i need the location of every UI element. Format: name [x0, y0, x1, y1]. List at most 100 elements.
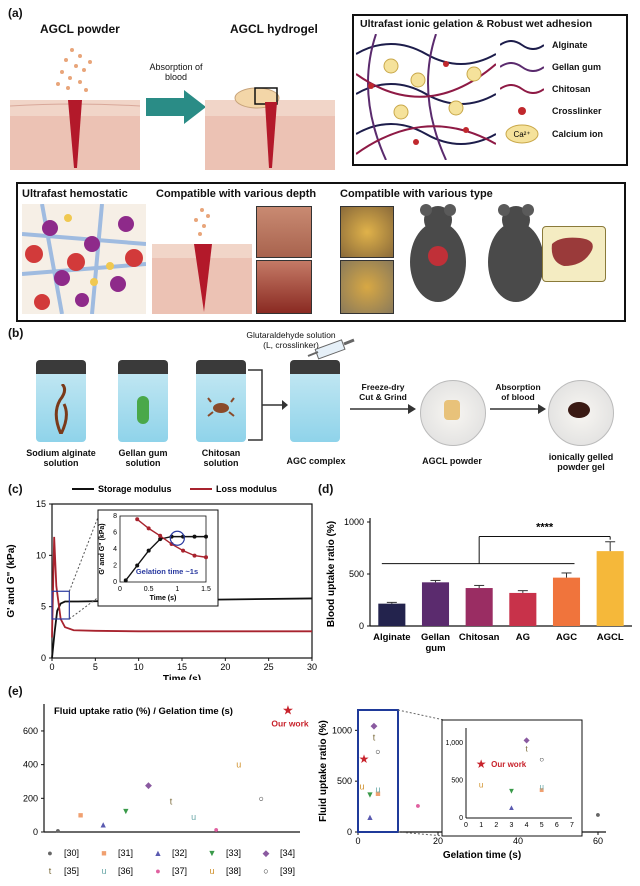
inset-x-tick-label: 4: [525, 822, 529, 829]
wound: [68, 100, 82, 168]
y-tick-label: 0: [33, 827, 38, 837]
y-tick-label: 200: [23, 793, 38, 803]
y-tick-label: 500: [349, 569, 364, 579]
crab-icon: [207, 397, 235, 417]
zoom-box: [51, 590, 70, 620]
legend-calcium-label: Calcium ion: [552, 129, 604, 139]
inset-x-axis-label: Time (s): [150, 595, 177, 602]
panel-c-letter: (c): [8, 482, 23, 496]
inset-x-tick-label: 3: [509, 822, 513, 829]
inset-y-tick-label: 1,000: [445, 740, 463, 747]
inset-x-tick-label: 1: [175, 586, 179, 593]
our-work-star: ★: [359, 752, 370, 766]
agcl-powder-sample: [444, 400, 460, 420]
glutaraldehyde-sub: (L, crosslinker): [263, 340, 319, 350]
inset-point-storage: [135, 563, 140, 568]
point-ref38ref: u: [236, 760, 241, 770]
x-axis-label: Time (s): [163, 674, 201, 680]
compatible-depth-title: Compatible with various depth: [156, 188, 317, 200]
of-blood-text-b: of blood: [501, 392, 535, 402]
inset-y-tick-label: 500: [451, 778, 463, 785]
y-tick-label: 500: [337, 776, 352, 786]
inset-point-ref38ref: u: [479, 780, 483, 789]
point-ref34ref: ◆: [371, 720, 378, 730]
inset-x-tick-label: 6: [555, 822, 559, 829]
compatible-type-title: Compatible with various type: [340, 188, 493, 200]
x-axis-label: Gelation time (s): [443, 850, 521, 861]
point-ref39ref: ○: [259, 793, 264, 803]
seaweed-icon: [54, 384, 68, 434]
category-label: Gellan: [421, 632, 450, 643]
our-work-star: ★: [282, 703, 294, 718]
legend-marker-6: u: [101, 866, 106, 876]
skin-illustration-powder: [10, 48, 140, 170]
vial-agc-complex: [290, 360, 340, 442]
category-label: gum: [425, 643, 445, 654]
legend-label-3: [33]: [226, 848, 241, 858]
inset-y-axis-label: G' and G" (kPa): [99, 523, 106, 574]
absorption-arrow-b: [490, 404, 546, 414]
chitosan-text: Chitosan: [201, 448, 241, 458]
inset-x-tick-label: 0: [464, 822, 468, 829]
legend-calcium: Ca²⁺ Calcium ion: [500, 122, 620, 146]
panel-e-letter: (e): [8, 684, 23, 698]
chitosan-solution-text: solution: [203, 458, 239, 468]
inset-point-ref33ref: ▼: [507, 786, 515, 795]
gelation-note: Gelation time ~1s: [136, 567, 198, 576]
skin-illustration-hydrogel: [205, 87, 335, 170]
inset-point-ref32ref: ▲: [507, 803, 515, 812]
zoom-guide-1: [397, 709, 445, 721]
depth-photo-2: [256, 260, 312, 314]
inset-frame: [441, 719, 583, 837]
x-tick-label: 25: [264, 662, 274, 672]
point-ref32ref: ▲: [99, 819, 108, 829]
inset-point-storage: [192, 534, 197, 539]
legend-label-0: [30]: [64, 848, 79, 858]
inset-y-tick-label: 6: [113, 530, 117, 537]
legend-marker-1: ■: [101, 848, 106, 858]
category-label: AGCL: [597, 632, 624, 643]
gel-sample: [568, 402, 590, 418]
legend-label-6: [36]: [118, 866, 133, 876]
agcl-hydrogel-title: AGCL hydrogel: [230, 22, 318, 36]
inset-point-loss: [204, 555, 208, 560]
inset-point-storage: [146, 548, 151, 553]
powder-particles: [56, 48, 92, 92]
inset-x-tick-label: 0.5: [144, 586, 154, 593]
bar-chitosan: [465, 588, 493, 626]
bracket-arrow: [248, 369, 288, 441]
inset-point-ref35ref: t: [525, 744, 528, 753]
y-tick-label: 600: [23, 726, 38, 736]
legend-gellan-label: Gellan gum: [552, 62, 602, 72]
inset-y-tick-label: 2: [113, 563, 117, 570]
legend-gellan: Gellan gum: [500, 56, 620, 78]
y-tick-label: 15: [36, 499, 46, 509]
hemostatic-illustration: [22, 204, 146, 314]
legend-label-2: [32]: [172, 848, 187, 858]
y-tick-label: 1000: [332, 725, 352, 735]
ionically-text: ionically gelled: [548, 452, 614, 462]
gellan-text: Gellan gum: [118, 448, 168, 458]
inset-point-loss: [181, 548, 186, 553]
bar-alginate: [378, 603, 406, 626]
legend-marker-2: ▲: [154, 848, 163, 858]
y-tick-label: 0: [359, 621, 364, 631]
inset-x-tick-label: 5: [540, 822, 544, 829]
panel-d-letter: (d): [318, 482, 334, 496]
glutaraldehyde-text: Glutaraldehyde solution: [246, 330, 336, 340]
x-tick-label: 30: [307, 662, 317, 672]
network-panel: [352, 14, 628, 166]
glutaraldehyde-label: Glutaraldehyde solution (L, crosslinker): [226, 330, 356, 350]
point-ref31ref: ■: [78, 810, 83, 820]
agcl-powder-label: AGCL powder: [422, 456, 482, 466]
legend-storage-label: Storage modulus: [98, 484, 172, 494]
inset-y-tick-label: 0: [113, 579, 117, 586]
legend-alginate: Alginate: [500, 34, 620, 56]
legend-marker-5: t: [49, 866, 52, 876]
point-ref30ref: ●: [55, 825, 60, 835]
agcl-powder-title: AGCL powder: [40, 22, 120, 36]
point-ref38ref: u: [359, 781, 364, 791]
legend-label-9: [39]: [280, 866, 295, 876]
